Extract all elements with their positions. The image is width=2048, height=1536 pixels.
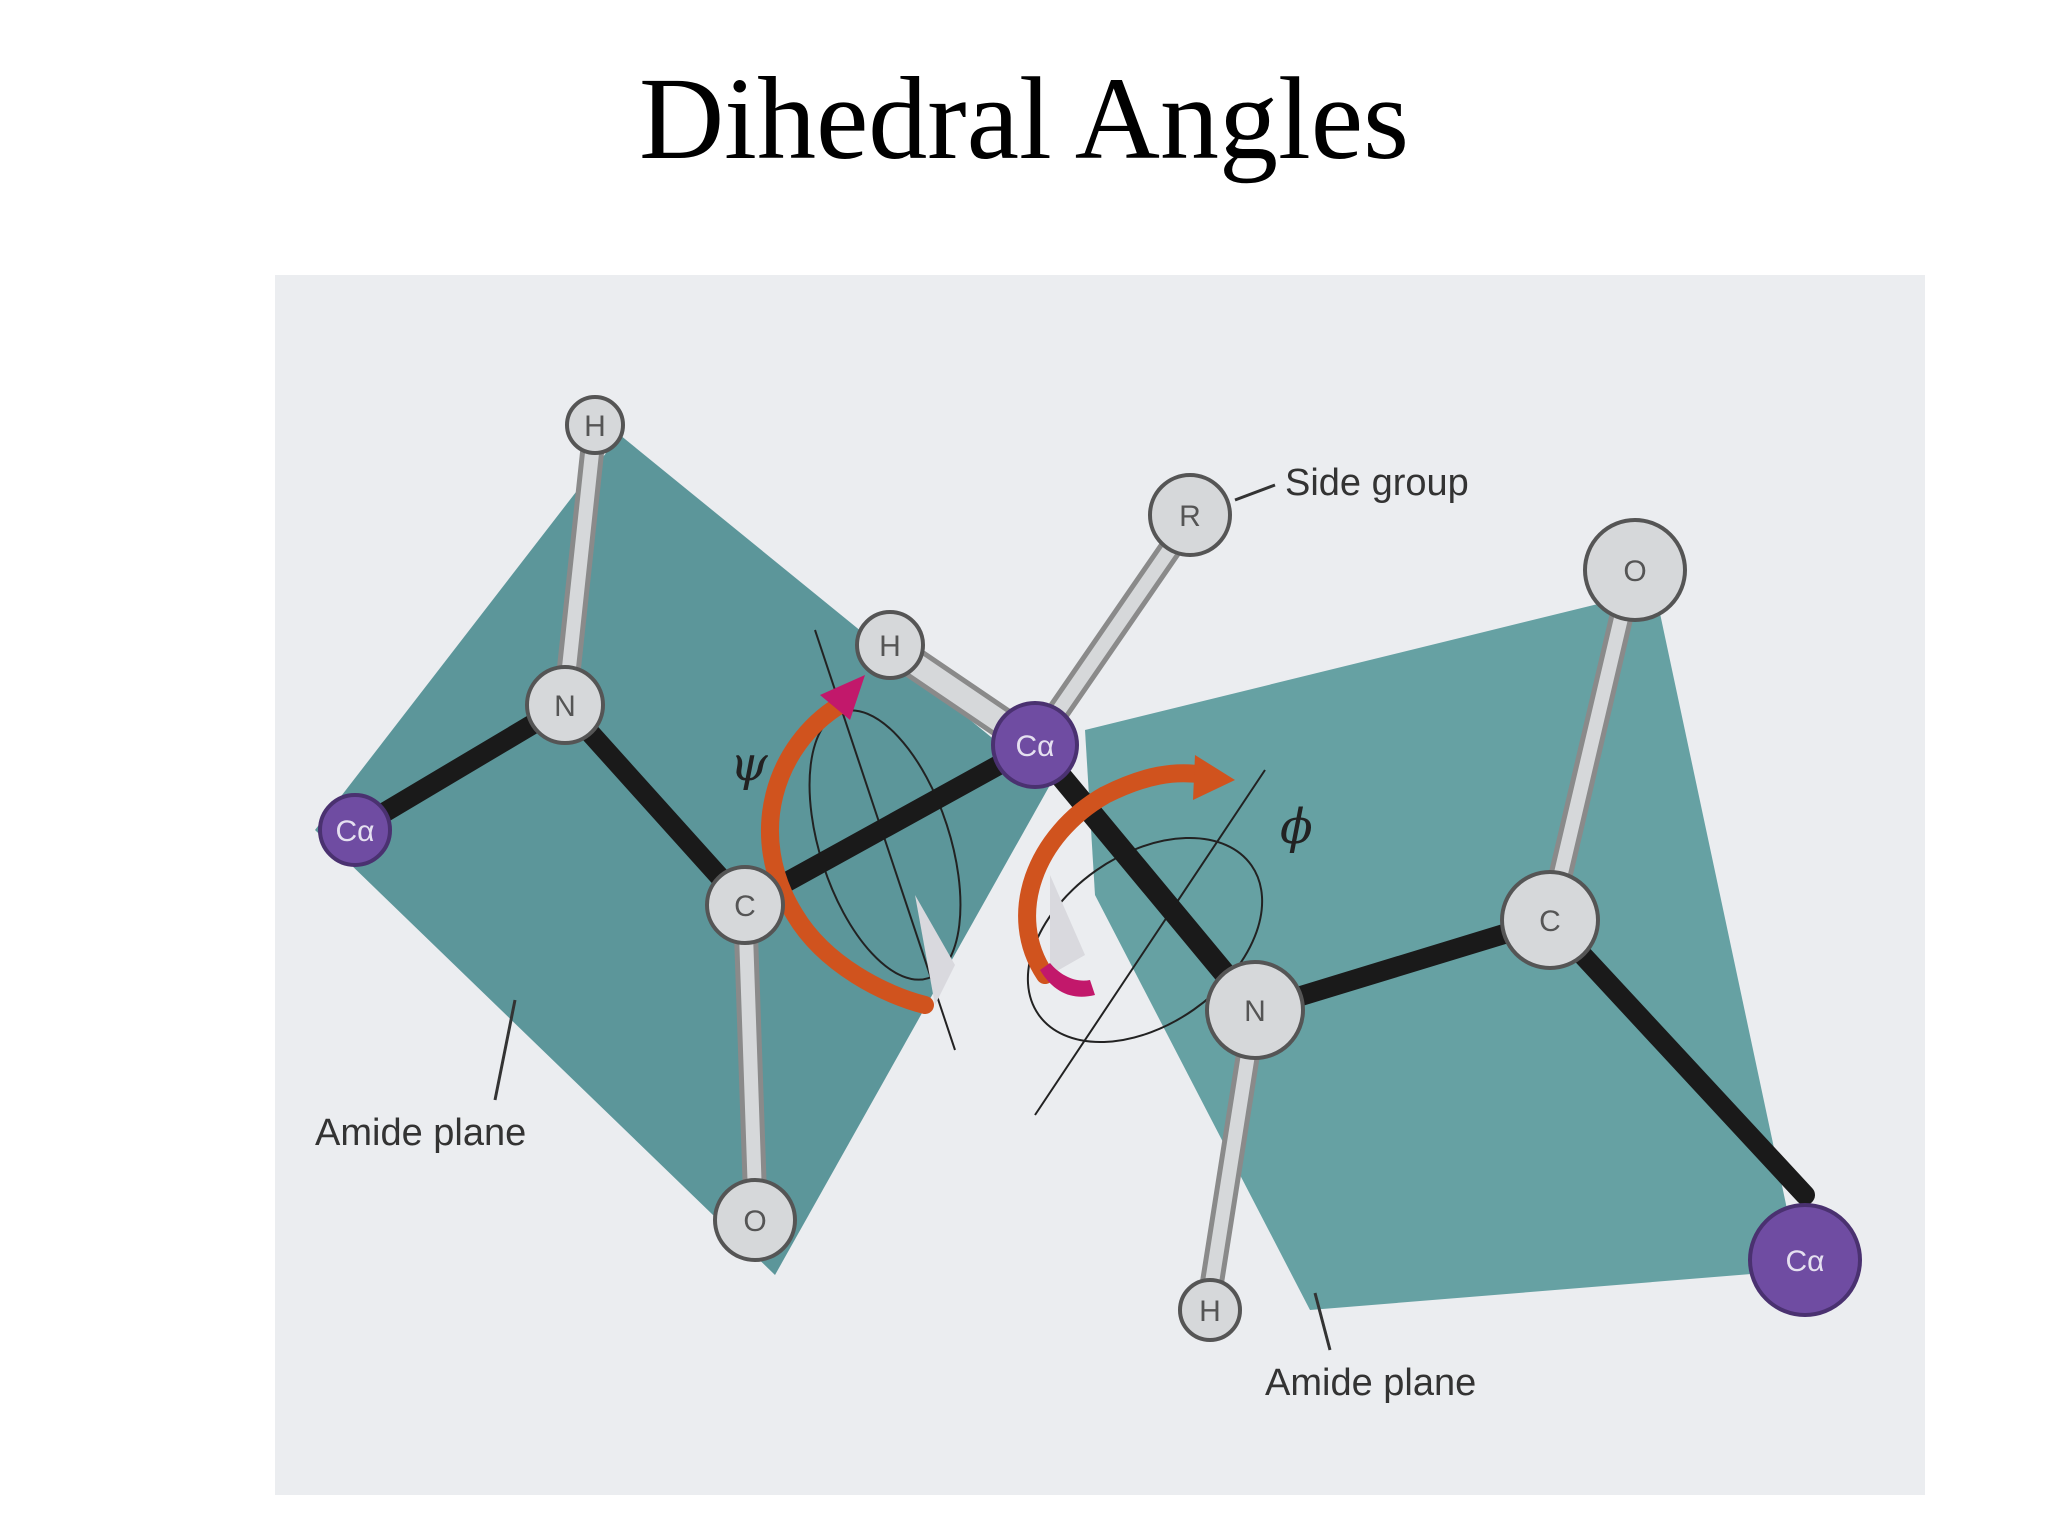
phi-arrow-tail bbox=[1040, 963, 1095, 997]
atom-r-side-group: R bbox=[1148, 473, 1232, 557]
psi-light-wedge bbox=[915, 895, 955, 1005]
bond-c-o-left-inner bbox=[738, 898, 762, 1202]
phi-orbit bbox=[1026, 836, 1264, 1044]
svg-text:Cα: Cα bbox=[335, 815, 374, 848]
bond-ca-r-inner bbox=[1028, 513, 1197, 752]
svg-text:N: N bbox=[1244, 995, 1266, 1028]
amide-plane-right-leader bbox=[1313, 1292, 1332, 1351]
svg-text:O: O bbox=[743, 1205, 766, 1238]
phi-axis bbox=[1034, 769, 1266, 1116]
amide-plane-left-leader bbox=[493, 999, 517, 1101]
page-title: Dihedral Angles bbox=[638, 53, 1410, 184]
atom-ca-far-left: Cα bbox=[318, 793, 392, 867]
bond-c-ca-right bbox=[1540, 910, 1815, 1205]
bond-ca-n-right bbox=[1024, 734, 1266, 1021]
svg-text:R: R bbox=[1179, 500, 1201, 533]
svg-text:H: H bbox=[879, 630, 901, 663]
atom-h-bottom-right: H bbox=[1178, 1278, 1242, 1342]
svg-text:O: O bbox=[1623, 555, 1646, 588]
bond-n-c-right bbox=[1245, 910, 1560, 1020]
atom-h-center: H bbox=[855, 610, 925, 680]
atom-c-right: C bbox=[1500, 870, 1600, 970]
svg-text:Cα: Cα bbox=[1015, 730, 1054, 763]
psi-rotation-arrow bbox=[760, 696, 934, 1014]
phi-light-wedge bbox=[1050, 875, 1085, 975]
svg-text:H: H bbox=[584, 410, 606, 443]
svg-text:C: C bbox=[734, 890, 756, 923]
atom-ca-far-right: Cα bbox=[1748, 1203, 1862, 1317]
atom-c-left: C bbox=[705, 865, 785, 945]
side-group-leader bbox=[1234, 483, 1276, 502]
svg-text:N: N bbox=[554, 690, 576, 723]
phi-label: ϕ bbox=[1280, 799, 1313, 855]
phi-arrow-head bbox=[1193, 755, 1235, 800]
bond-n-c-left bbox=[555, 695, 755, 915]
amide-plane-right-label: Amide plane bbox=[1265, 1362, 1476, 1404]
psi-label: ψ bbox=[730, 736, 769, 792]
svg-text:C: C bbox=[1539, 905, 1561, 938]
atom-ca-center: Cα bbox=[991, 701, 1079, 789]
atom-n-left: N bbox=[525, 665, 605, 745]
bond-c-ca-center bbox=[735, 735, 1045, 915]
bond-n-ca-left bbox=[345, 695, 575, 840]
phi-rotation-arrow bbox=[1018, 764, 1214, 984]
atom-h-top-left: H bbox=[565, 395, 625, 455]
atom-o-right: O bbox=[1583, 518, 1687, 622]
svg-text:H: H bbox=[1199, 1295, 1221, 1328]
side-group-label: Side group bbox=[1285, 462, 1469, 504]
bond-n-h-left-inner bbox=[558, 418, 602, 712]
dihedral-diagram: ψ ϕ H N Cα C O H R Cα O C N bbox=[275, 275, 1925, 1495]
atom-n-right: N bbox=[1205, 960, 1305, 1060]
psi-arrow-head bbox=[820, 675, 865, 720]
bond-c-o-right-inner bbox=[1543, 573, 1637, 927]
atom-o-left: O bbox=[713, 1178, 797, 1262]
svg-text:Cα: Cα bbox=[1785, 1245, 1824, 1278]
amide-plane-left-label: Amide plane bbox=[315, 1112, 526, 1154]
